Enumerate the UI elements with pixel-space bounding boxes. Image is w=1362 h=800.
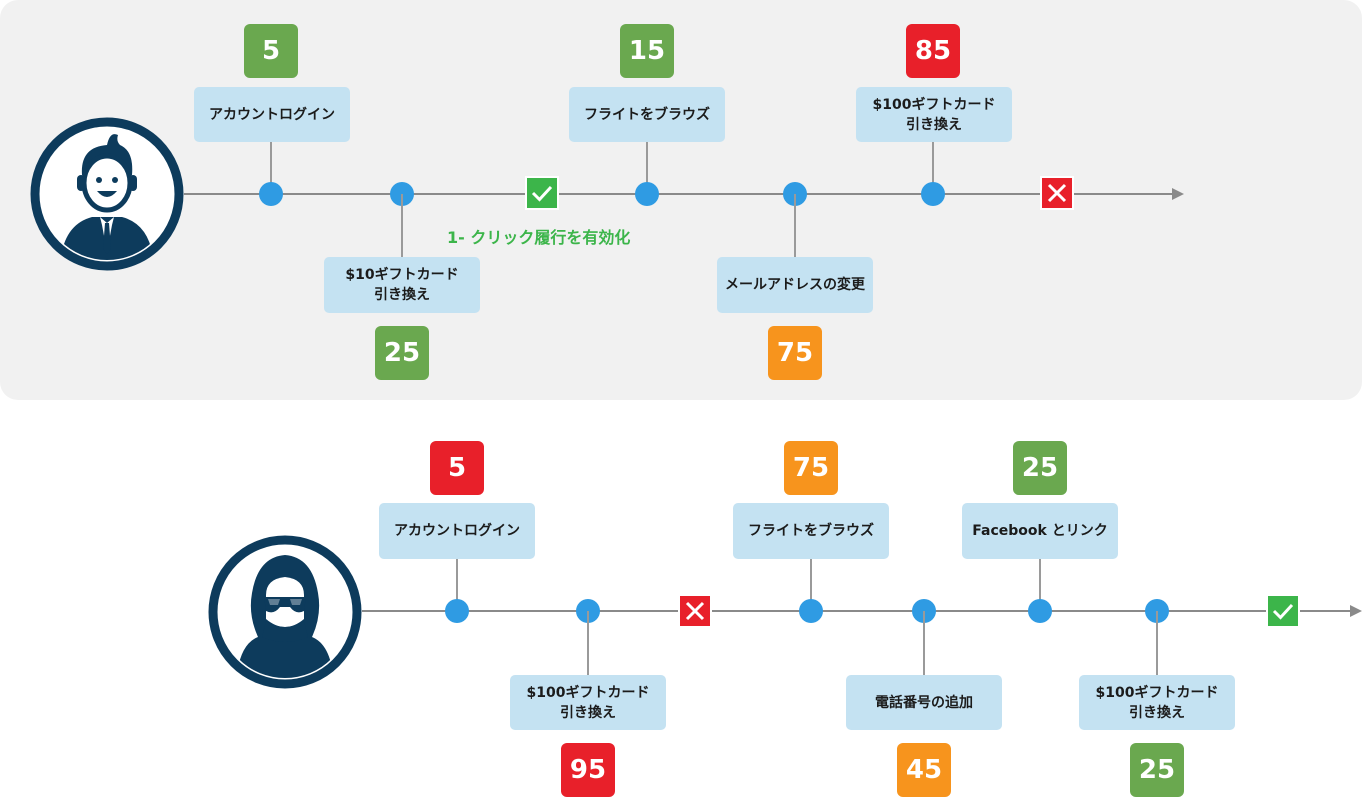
x-icon xyxy=(678,594,712,628)
check-icon xyxy=(1266,594,1300,628)
legit-timeline-arrowhead xyxy=(1172,188,1184,200)
businessman-icon xyxy=(30,117,184,271)
step-score: 75 xyxy=(768,326,822,380)
connector xyxy=(646,142,648,194)
step-label-line: 引き換え xyxy=(1129,704,1185,721)
step-label: $10ギフトカード 引き換え xyxy=(324,257,480,313)
step-label-line: $100ギフトカード xyxy=(526,684,650,701)
step-label: Facebook とリンク xyxy=(962,503,1118,559)
legit-user-panel xyxy=(0,0,1362,400)
connector xyxy=(401,194,403,257)
step-label-line: $10ギフトカード xyxy=(345,267,459,283)
step-score: 85 xyxy=(906,24,960,78)
step-label-line: $100ギフトカード xyxy=(872,96,996,113)
step-score: 15 xyxy=(620,24,674,78)
timeline-node xyxy=(635,182,659,206)
legit-timeline-line xyxy=(184,193,1172,195)
step-label-line: 引き換え xyxy=(560,704,616,721)
step-label-line: メールアドレスの変更 xyxy=(725,277,865,293)
step-label: フライトをブラウズ xyxy=(733,503,889,559)
step-label: $100ギフトカード 引き換え xyxy=(856,87,1012,142)
step-score: 75 xyxy=(784,441,838,495)
step-score: 25 xyxy=(1013,441,1067,495)
step-score: 95 xyxy=(561,743,615,797)
step-label-line: Facebook とリンク xyxy=(972,523,1108,539)
connector xyxy=(923,611,925,675)
connector xyxy=(932,142,934,194)
step-label-line: $100ギフトカード xyxy=(1095,684,1219,701)
step-score: 5 xyxy=(430,441,484,495)
step-label-line: フライトをブラウズ xyxy=(584,106,710,123)
check-icon xyxy=(525,176,559,210)
step-label: $100ギフトカード 引き換え xyxy=(510,675,666,730)
fraud-timeline-line xyxy=(362,610,1350,612)
timeline-node xyxy=(259,182,283,206)
step-score: 45 xyxy=(897,743,951,797)
step-label: メールアドレスの変更 xyxy=(717,257,873,313)
fraud-timeline-arrowhead xyxy=(1350,605,1362,617)
timeline-node xyxy=(445,599,469,623)
hooded-hacker-icon xyxy=(208,535,362,689)
step-label-line: アカウントログイン xyxy=(209,106,335,123)
step-label-line: アカウントログイン xyxy=(394,523,520,539)
connector xyxy=(1156,611,1158,675)
connector xyxy=(270,142,272,194)
step-label-line: 引き換え xyxy=(374,287,430,303)
timeline-node xyxy=(1028,599,1052,623)
step-score: 25 xyxy=(1130,743,1184,797)
connector xyxy=(1039,559,1041,611)
step-label-line: 電話番号の追加 xyxy=(875,694,973,711)
step-label: $100ギフトカード 引き換え xyxy=(1079,675,1235,730)
step-score: 25 xyxy=(375,326,429,380)
check-note: 1- クリック履行を有効化 xyxy=(447,228,631,247)
step-label-line: フライトをブラウズ xyxy=(748,523,874,539)
timeline-node xyxy=(799,599,823,623)
connector xyxy=(456,559,458,611)
timeline-node xyxy=(921,182,945,206)
connector xyxy=(794,194,796,257)
step-label: フライトをブラウズ xyxy=(569,87,725,142)
connector xyxy=(587,611,589,675)
step-score: 5 xyxy=(244,24,298,78)
step-label: 電話番号の追加 xyxy=(846,675,1002,730)
step-label-line: 引き換え xyxy=(906,116,962,133)
step-label: アカウントログイン xyxy=(379,503,535,559)
step-label: アカウントログイン xyxy=(194,87,350,142)
connector xyxy=(810,559,812,611)
x-icon xyxy=(1040,176,1074,210)
